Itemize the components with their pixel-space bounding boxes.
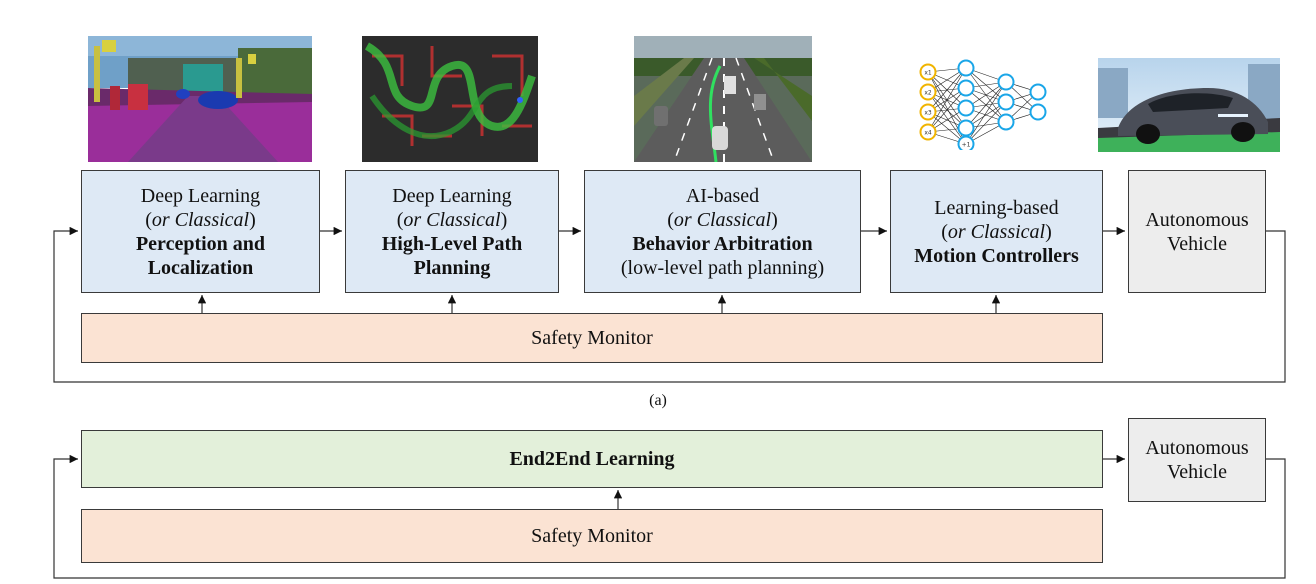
nn-node bbox=[997, 93, 1015, 111]
nn-node bbox=[957, 79, 975, 97]
block-title-1: Perception and bbox=[135, 232, 266, 255]
vehicle-line-2: Vehicle bbox=[1167, 232, 1227, 255]
nn-node bbox=[997, 113, 1015, 131]
block-line-2: (or Classical) bbox=[667, 208, 778, 231]
block-line-2: (or Classical) bbox=[145, 208, 256, 231]
nn-node bbox=[957, 59, 975, 77]
motion-controllers-block: Learning-based (or Classical) Motion Con… bbox=[890, 170, 1103, 293]
semantic-segmentation-street-image bbox=[88, 36, 312, 162]
nn-node bbox=[1029, 103, 1047, 121]
block-subtitle: (low-level path planning) bbox=[620, 256, 825, 279]
behavior-arbitration-block: AI-based (or Classical) Behavior Arbitra… bbox=[584, 170, 861, 293]
nn-node-label: x3 bbox=[924, 110, 932, 117]
nn-node-label: x2 bbox=[924, 90, 932, 97]
vehicle-line-1: Autonomous bbox=[1145, 208, 1249, 231]
perception-localization-block: Deep Learning (or Classical) Perception … bbox=[81, 170, 320, 293]
block-line-1: Deep Learning bbox=[140, 184, 261, 207]
safety-monitor-block-a: Safety Monitor bbox=[81, 313, 1103, 363]
neural-network-icon: x1 x2 x3 x4 +1 bbox=[916, 58, 1050, 150]
block-title-1: Motion Controllers bbox=[914, 244, 1079, 267]
block-title-1: Behavior Arbitration bbox=[632, 232, 813, 255]
safety-monitor-label: Safety Monitor bbox=[531, 327, 653, 349]
nn-node bbox=[919, 103, 937, 121]
nn-node bbox=[957, 135, 975, 150]
block-line-2: (or Classical) bbox=[941, 220, 1052, 243]
autonomous-car-image bbox=[1098, 58, 1280, 152]
nn-node-label: +1 bbox=[962, 142, 971, 149]
end2end-label: End2End Learning bbox=[509, 448, 675, 470]
highway-traffic-image bbox=[634, 36, 812, 162]
end2end-learning-block: End2End Learning bbox=[81, 430, 1103, 488]
safety-monitor-label: Safety Monitor bbox=[531, 525, 653, 547]
nn-node-label: x4 bbox=[924, 130, 932, 137]
block-line-1: Deep Learning bbox=[392, 184, 512, 207]
figure-caption-a: (a) bbox=[649, 392, 667, 409]
safety-monitor-block-b: Safety Monitor bbox=[81, 509, 1103, 563]
nn-node-label: x1 bbox=[924, 70, 932, 77]
path-planning-block: Deep Learning (or Classical) High-Level … bbox=[345, 170, 559, 293]
block-title-1: High-Level Path bbox=[381, 232, 523, 255]
block-title-2: Localization bbox=[147, 256, 254, 279]
block-title-2: Planning bbox=[413, 256, 491, 279]
vehicle-line-2: Vehicle bbox=[1167, 461, 1227, 483]
nn-node bbox=[957, 99, 975, 117]
path-planning-map-image bbox=[362, 36, 538, 162]
block-line-1: AI-based bbox=[685, 184, 760, 207]
vehicle-line-1: Autonomous bbox=[1145, 437, 1249, 459]
nn-node bbox=[919, 63, 937, 81]
autonomous-vehicle-block-a: Autonomous Vehicle bbox=[1128, 170, 1266, 293]
block-line-2: (or Classical) bbox=[396, 208, 508, 231]
autonomous-vehicle-block-b: Autonomous Vehicle bbox=[1128, 418, 1266, 502]
nn-node bbox=[1029, 83, 1047, 101]
nn-node bbox=[919, 83, 937, 101]
block-line-1: Learning-based bbox=[934, 196, 1059, 219]
nn-node bbox=[919, 123, 937, 141]
nn-node bbox=[997, 73, 1015, 91]
